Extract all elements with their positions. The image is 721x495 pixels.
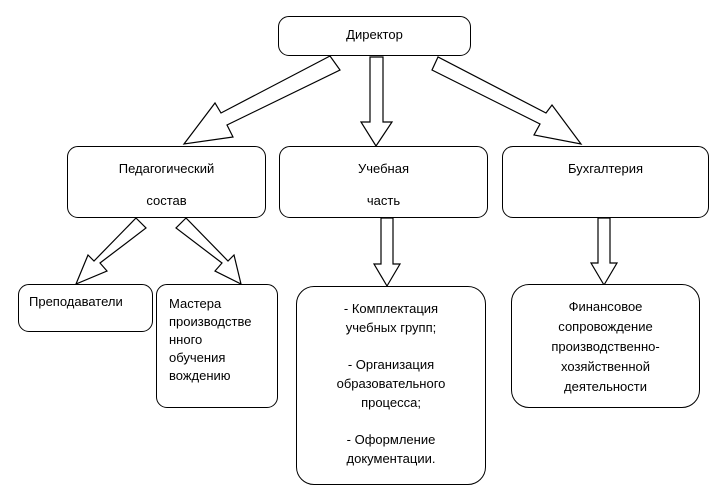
accounting-box: Бухгалтерия	[502, 146, 709, 218]
arrow-director-to-accounting	[431, 56, 583, 145]
arrow-educational-to-tasks	[372, 217, 402, 288]
masters-line2: производстве	[169, 314, 252, 329]
masters-line3: нного	[169, 332, 203, 347]
arrow-pedagogical-to-masters	[175, 217, 242, 286]
task3-line1: - Оформление	[346, 432, 436, 447]
masters-box: Мастера производстве нного обучения вожд…	[156, 284, 278, 408]
arrow-accounting-to-finance	[589, 217, 619, 287]
task2-line2: образовательного	[336, 376, 446, 391]
finance-line2: сопровождение	[558, 319, 653, 334]
finance-box: Финансовое сопровождение производственно…	[511, 284, 700, 408]
masters-line1: Мастера	[169, 296, 222, 311]
director-label: Директор	[346, 27, 403, 42]
accounting-label: Бухгалтерия	[567, 161, 644, 176]
arrow-director-to-pedagogical	[182, 55, 341, 145]
task3-line2: документации.	[346, 451, 436, 466]
masters-line5: вождению	[169, 368, 231, 383]
arrow-pedagogical-to-teachers	[74, 217, 147, 286]
pedagogical-staff-box: Педагогический состав	[67, 146, 266, 218]
masters-line4: обучения	[169, 350, 226, 365]
pedagogical-line2: состав	[146, 193, 187, 208]
arrow-director-to-educational	[359, 56, 394, 148]
finance-line1: Финансовое	[568, 299, 643, 314]
director-box: Директор	[278, 16, 471, 56]
teachers-box: Преподаватели	[18, 284, 153, 332]
educational-part-box: Учебная часть	[279, 146, 488, 218]
pedagogical-line1: Педагогический	[118, 161, 215, 176]
educational-line2: часть	[366, 193, 401, 208]
task2-line3: процесса;	[361, 395, 421, 410]
finance-line3: производственно-	[551, 339, 660, 354]
task1-line1: - Комплектация	[343, 301, 439, 316]
educational-line1: Учебная	[357, 161, 409, 176]
task1-line2: учебных групп;	[345, 320, 437, 335]
teachers-label: Преподаватели	[29, 294, 123, 309]
educational-tasks-box: - Комплектация учебных групп; - Организа…	[296, 286, 486, 485]
finance-line5: деятельности	[564, 379, 647, 394]
finance-line4: хозяйственной	[561, 359, 650, 374]
task2-line1: - Организация	[347, 357, 435, 372]
